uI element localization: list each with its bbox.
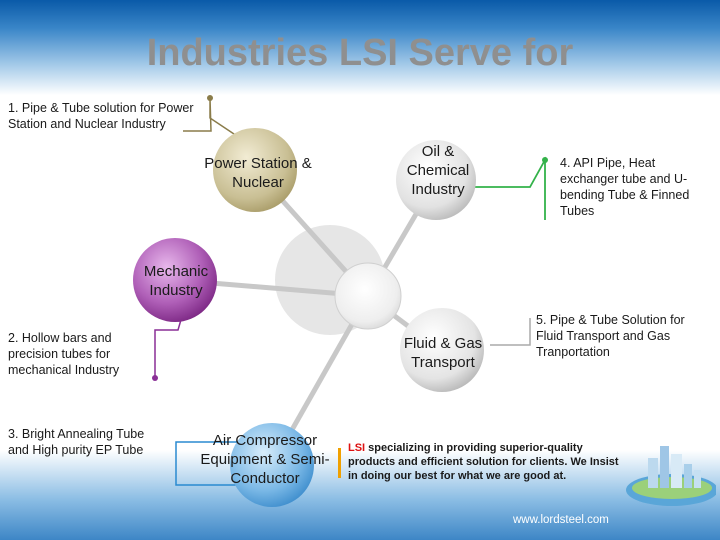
node-mechanic-label: Mechanic Industry	[143, 263, 209, 299]
note-fluid-transport: 5. Pipe & Tube Solution for Fluid Transp…	[536, 313, 685, 359]
node-power-label: Power Station & Nuclear	[204, 155, 312, 191]
lsi-statement: LSI specializing in providing superior-q…	[348, 441, 628, 483]
lsi-brand: LSI	[348, 442, 366, 454]
website-link[interactable]: www.lordsteel.com	[513, 514, 609, 526]
connector-oil-dot	[542, 157, 548, 163]
node-air-label: Air Compressor Equipment & Semi-Conducto…	[200, 432, 330, 487]
node-air-circle	[230, 423, 314, 507]
slide-title: Industries LSI Serve for	[146, 32, 574, 74]
footer-background	[0, 450, 720, 540]
note-api-pipe: 4. API Pipe, Heat exchanger tube and U-b…	[560, 156, 690, 218]
connector-power-dot	[207, 95, 213, 101]
lsi-accent-bar	[338, 448, 341, 478]
connector-mechanic-dot-2	[152, 375, 158, 381]
globe-city-image	[626, 446, 716, 506]
node-fluid-label: Fluid & Gas Transport	[403, 335, 483, 371]
node-fluid-circle	[400, 308, 484, 392]
node-oil-circle	[396, 140, 476, 220]
node-oil-label: Oil & Chemical Industry	[406, 143, 470, 198]
node-power-circle	[213, 128, 297, 212]
connector-air	[175, 441, 238, 486]
note-mechanical: 2. Hollow bars and precision tubes for m…	[8, 331, 120, 377]
header-background	[0, 0, 720, 95]
lsi-description: specializing in providing superior-quali…	[348, 442, 619, 482]
hub-circle	[334, 262, 402, 330]
connector-fluid	[490, 318, 531, 346]
note-bright-annealing: 3. Bright Annealing Tube and High purity…	[8, 427, 145, 457]
node-mechanic-circle	[133, 238, 217, 322]
connector-oil	[475, 156, 546, 220]
note-power-nuclear: 1. Pipe & Tube solution for Power Statio…	[8, 101, 194, 131]
